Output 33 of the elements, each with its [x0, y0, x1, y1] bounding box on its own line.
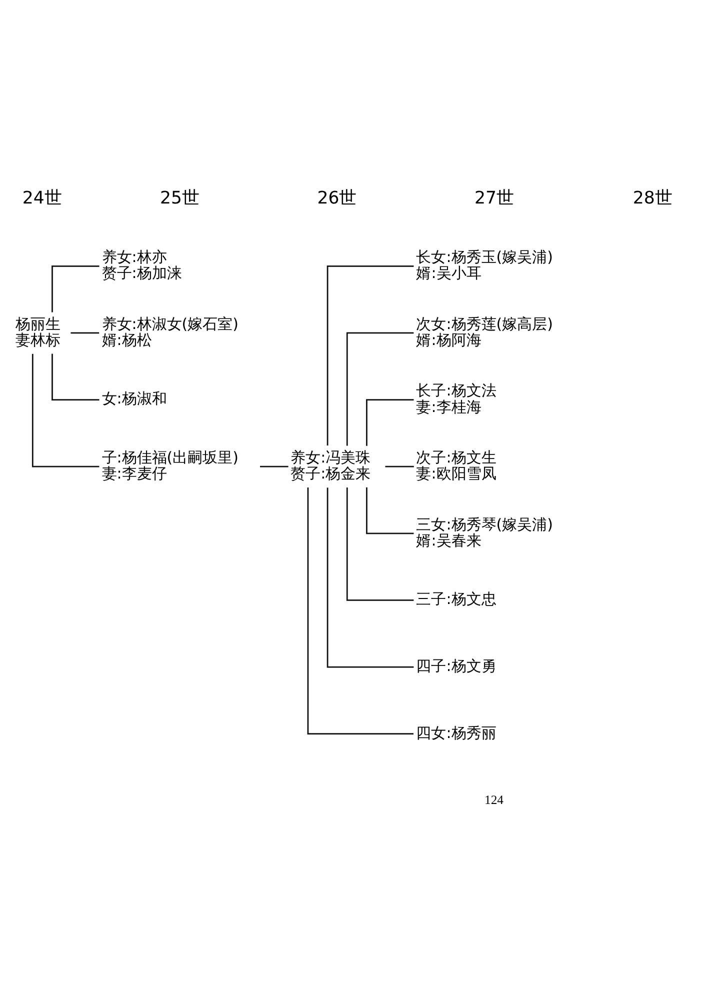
node-text: 三女:杨秀琴(嫁吴浦) 婿:吴春来	[416, 515, 553, 550]
node-text: 四子:杨文勇	[416, 656, 496, 675]
label: 25世	[160, 188, 200, 208]
connector	[385, 466, 414, 468]
connector	[366, 399, 414, 446]
label: 28世	[632, 188, 672, 208]
node-text: 次女:杨秀莲(嫁高层) 婿:杨阿海	[416, 314, 553, 349]
node-text: 长女:杨秀玉(嫁吴浦) 婿:吴小耳	[416, 248, 553, 282]
node-text: 四女:杨秀丽	[416, 724, 496, 742]
connector	[346, 332, 414, 446]
connector	[32, 354, 100, 468]
node-text: 次子:杨文生 妻:欧阳雪凤	[416, 448, 496, 483]
connector	[307, 488, 414, 735]
node-text: 养女:林亦 赘子:杨加涞	[102, 248, 182, 282]
node-text: 三子:杨文忠	[416, 590, 496, 608]
node-text: 养女:林淑女(嫁石室) 婿:杨松	[102, 314, 239, 349]
connector	[366, 487, 414, 534]
node-text: 杨丽生 妻林标	[15, 314, 60, 349]
label: 124	[484, 792, 504, 807]
node-text: 子:杨佳福(出嗣坂里) 妻:李麦仔	[102, 448, 239, 483]
connector	[52, 354, 100, 400]
node-text: 女:杨淑和	[102, 390, 167, 408]
connector	[326, 488, 414, 668]
label: 27世	[474, 188, 514, 208]
node-text: 养女:冯美珠 赘子:杨金来	[290, 448, 371, 483]
connector	[346, 487, 414, 601]
connector	[260, 466, 288, 468]
label: 26世	[317, 188, 356, 208]
connector	[326, 265, 414, 446]
connector	[70, 332, 100, 334]
node-text: 长子:杨文法 妻:李桂海	[416, 382, 496, 416]
connector	[52, 265, 100, 312]
label: 24世	[22, 188, 62, 208]
